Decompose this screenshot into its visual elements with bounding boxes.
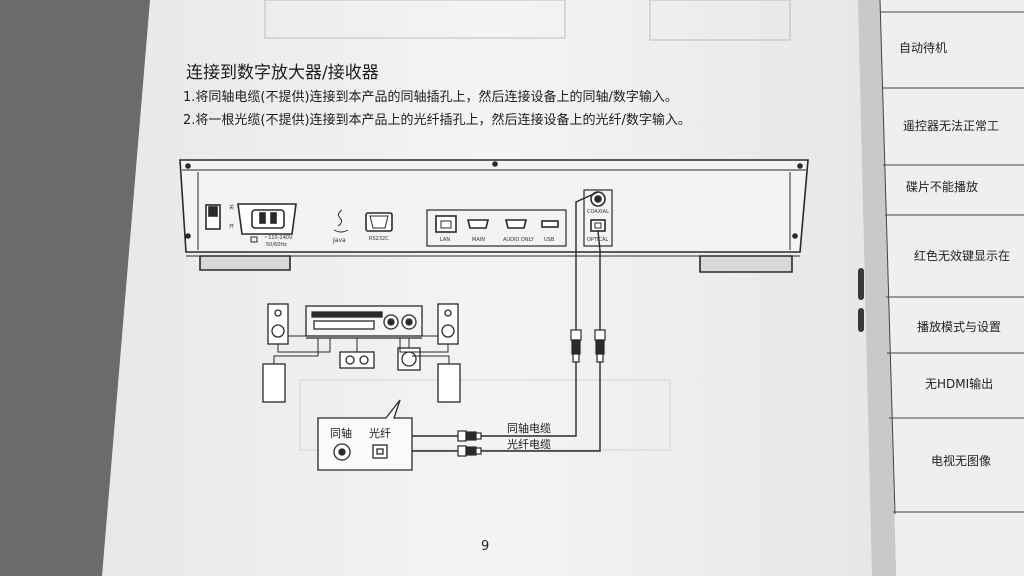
switch-label-on: 开 [229, 224, 235, 230]
input-callout [317, 399, 413, 471]
next-page-row: 电视无图像 [931, 454, 992, 468]
optical-port-label: OPTICAL [587, 237, 609, 243]
next-page-row: 遥控器无法正常工 [903, 119, 1000, 133]
switch-label-off: 关 [229, 205, 235, 211]
cables [412, 191, 601, 452]
next-page-row: 播放模式与设置 [917, 320, 1002, 334]
coaxial-port-label: COAXIAL [587, 209, 609, 215]
callout-coax-label: 同轴 [330, 427, 352, 440]
speakers [262, 303, 461, 403]
page-number: 9 [481, 539, 490, 554]
speaker-wires [273, 335, 450, 364]
coax-cable-label: 同轴电缆 [507, 422, 551, 435]
next-page-table [879, 0, 1024, 515]
binder-hole [858, 268, 864, 300]
instruction-step-2: 2.将一根光缆(不提供)连接到本产品上的光纤插孔上，然后连接设备上的光纤/数字输… [183, 113, 691, 128]
right-page [880, 0, 1024, 576]
amplifier-receiver [305, 305, 423, 339]
binder-hole [858, 308, 864, 332]
page-gutter [858, 0, 896, 576]
print-through-marks [264, 0, 791, 451]
power-rating-line-1: ~110-240V [264, 235, 293, 241]
lan-port-label: LAN [440, 237, 451, 243]
hdmi-main-label: MAIN [472, 237, 485, 243]
usb-port-label: USB [544, 237, 555, 243]
left-page [102, 0, 888, 576]
rs232-port-label: RS232C [369, 236, 389, 242]
next-page-row: 红色无效键显示在 [914, 249, 1011, 263]
instruction-step-1: 1.将同轴电缆(不提供)连接到本产品的同轴插孔上，然后连接设备上的同轴/数字输入… [183, 90, 678, 105]
power-rating-line-2: 50/60Hz [266, 242, 287, 248]
device-rear-panel [179, 159, 809, 273]
section-title: 连接到数字放大器/接收器 [186, 63, 379, 83]
java-logo [333, 209, 349, 233]
hdmi-audio-only-label: AUDIO ONLY [503, 237, 534, 243]
next-page-row: 无HDMI输出 [925, 377, 994, 391]
next-page-row: 自动待机 [899, 41, 948, 55]
optical-cable-label: 光纤电缆 [507, 438, 551, 451]
cable-connectors [457, 329, 606, 457]
java-label: Java [333, 237, 346, 244]
next-page-row: 碟片不能播放 [906, 180, 979, 194]
callout-optical-label: 光纤 [369, 427, 391, 440]
